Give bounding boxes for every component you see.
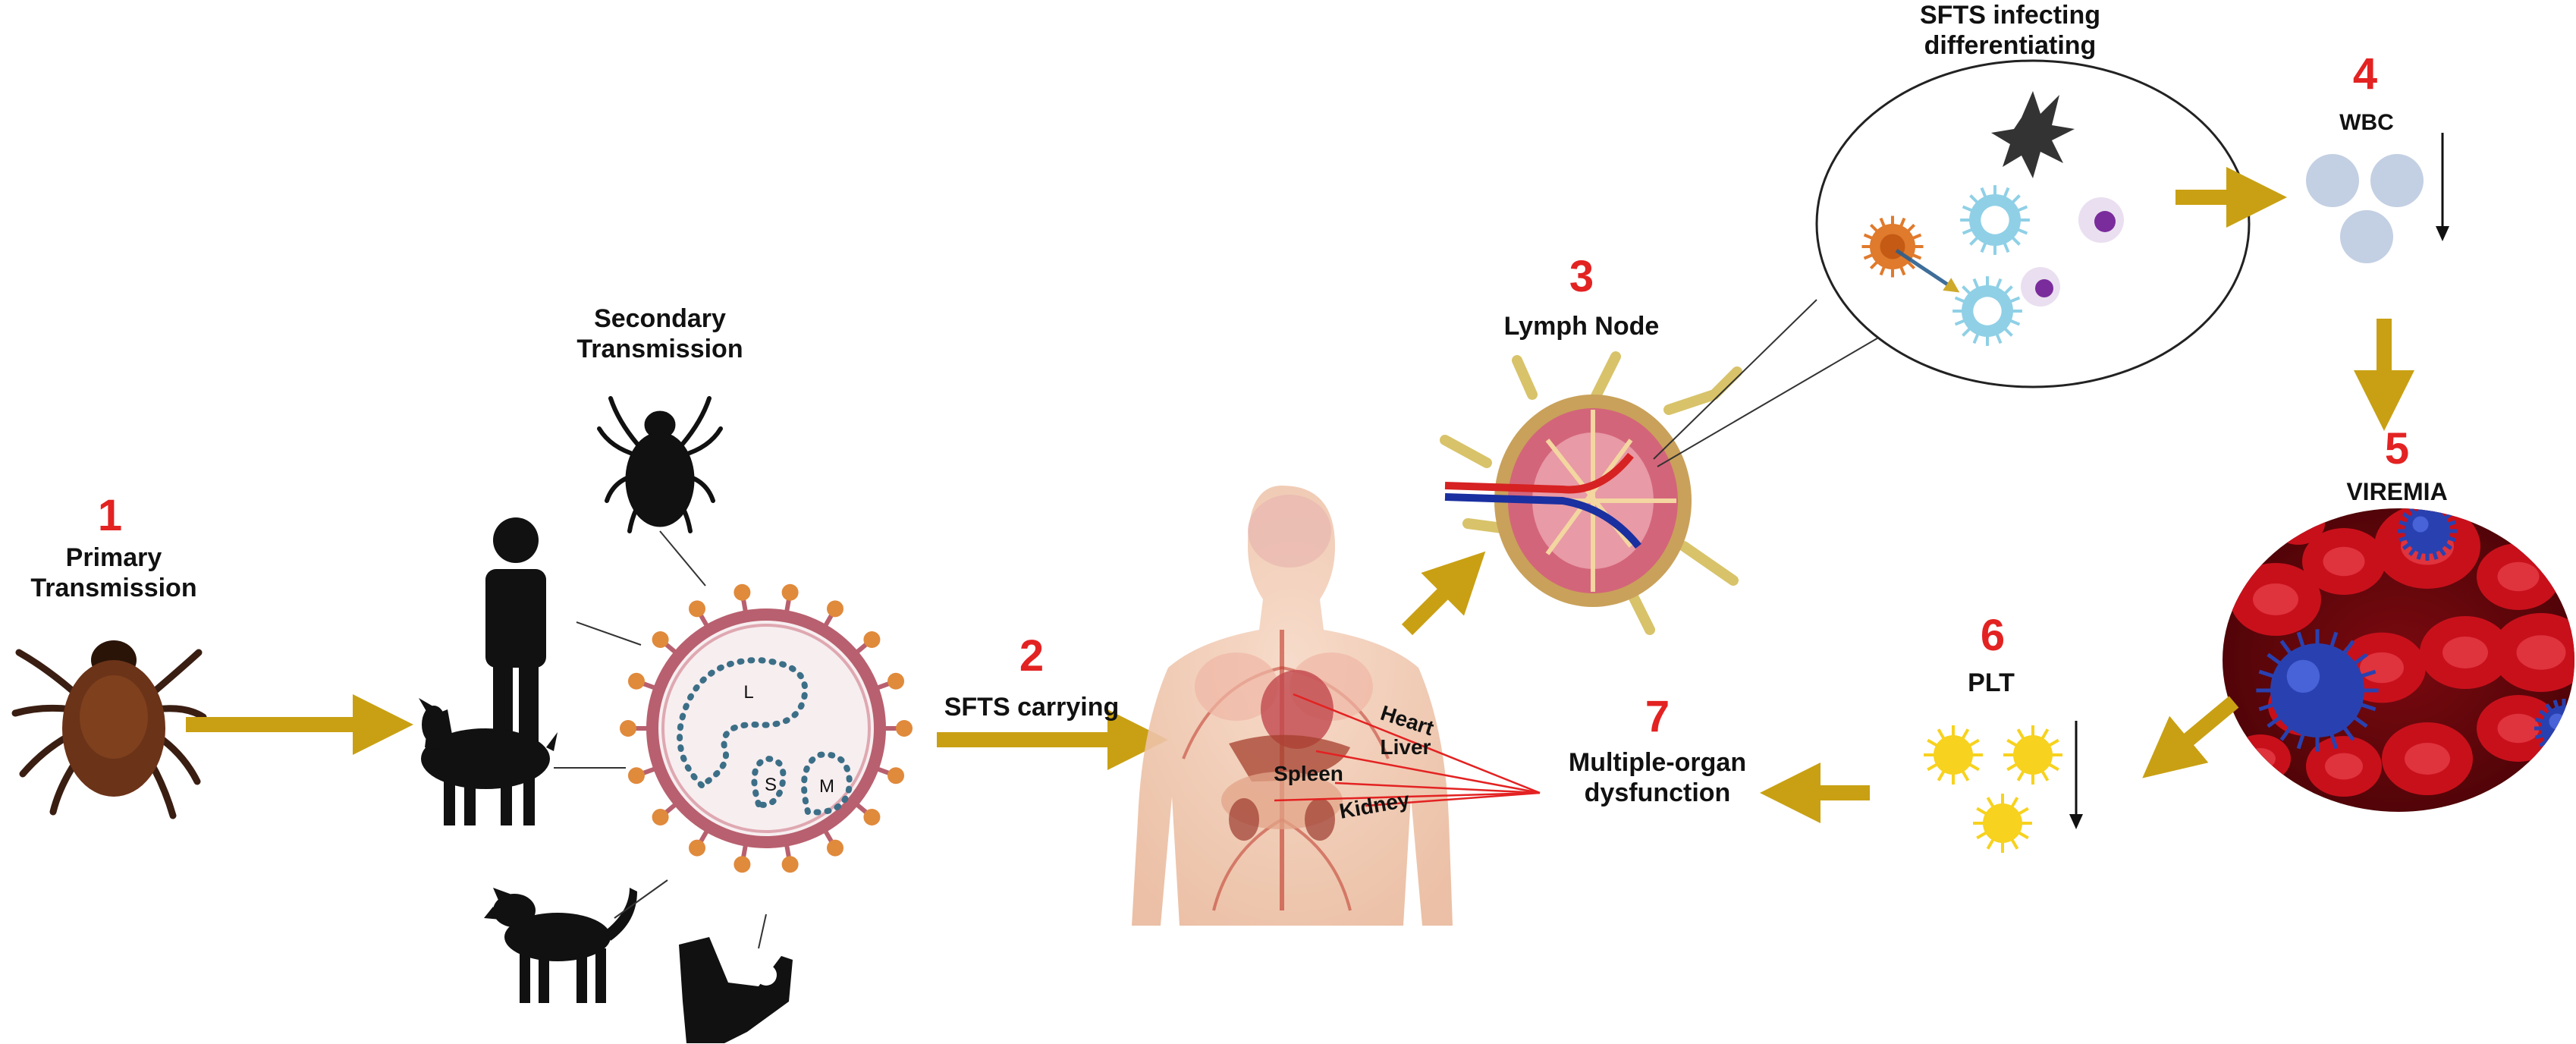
inset-label: SFTS infecting differentiating [1896,0,2124,61]
segment-label-small: S [764,775,777,795]
primary-transmission-label: Primary Transmission [30,542,197,603]
arrow-icon [1401,551,1486,636]
multiple-organ-label: Multiple-organ dysfunction [1544,747,1771,808]
down-arrow-icon [2069,721,2083,829]
blood-vessel-icon [2223,508,2574,812]
step-number-3: 3 [1569,252,1594,301]
tick-icon [11,640,207,819]
dog-icon [484,888,637,1003]
arrow-icon [2142,696,2239,778]
step-number-6: 6 [1980,611,2006,660]
secondary-transmission-label: Secondary Transmission [546,303,774,364]
step-number-7: 7 [1645,692,1670,741]
step-number-1: 1 [97,491,123,540]
rodent-icon [679,937,793,1043]
lymph-node-icon [1440,351,1742,635]
secondary-label-line2: Transmission [576,335,743,363]
down-arrow-icon [2436,133,2449,241]
wbc-label: WBC [2339,110,2394,135]
organ-label-liver: Liver [1380,735,1431,759]
cell-inset-icon [1815,59,2251,388]
lymph-node-label: Lymph Node [1503,312,1660,341]
tick-icon [597,396,723,533]
sfts-carrying-label: SFTS carrying [944,693,1120,722]
segment-label-medium: M [819,776,834,797]
primary-label-line1: Primary [65,543,162,572]
goat-icon [419,698,558,825]
step-number-2: 2 [1019,631,1045,681]
organ-label-spleen: Spleen [1274,762,1343,785]
body-icon [1132,486,1453,926]
viremia-label: VIREMIA [2346,478,2448,505]
step-number-5: 5 [2384,424,2410,473]
inset-label-line2: differentiating [1924,31,2097,60]
secondary-label-line1: Secondary [594,304,726,333]
inset-label-line1: SFTS infecting [1920,1,2100,30]
primary-label-line2: Transmission [30,574,197,602]
step-number-4: 4 [2352,49,2378,99]
organ-label-line2: dysfunction [1584,778,1731,807]
virion-icon [620,583,913,873]
plt-label: PLT [1968,668,2015,697]
white-blood-cell-icon [2306,154,2424,263]
platelet-icon [1924,725,2062,853]
organ-label-line1: Multiple-organ [1568,748,1747,777]
segment-label-large: L [743,682,754,703]
